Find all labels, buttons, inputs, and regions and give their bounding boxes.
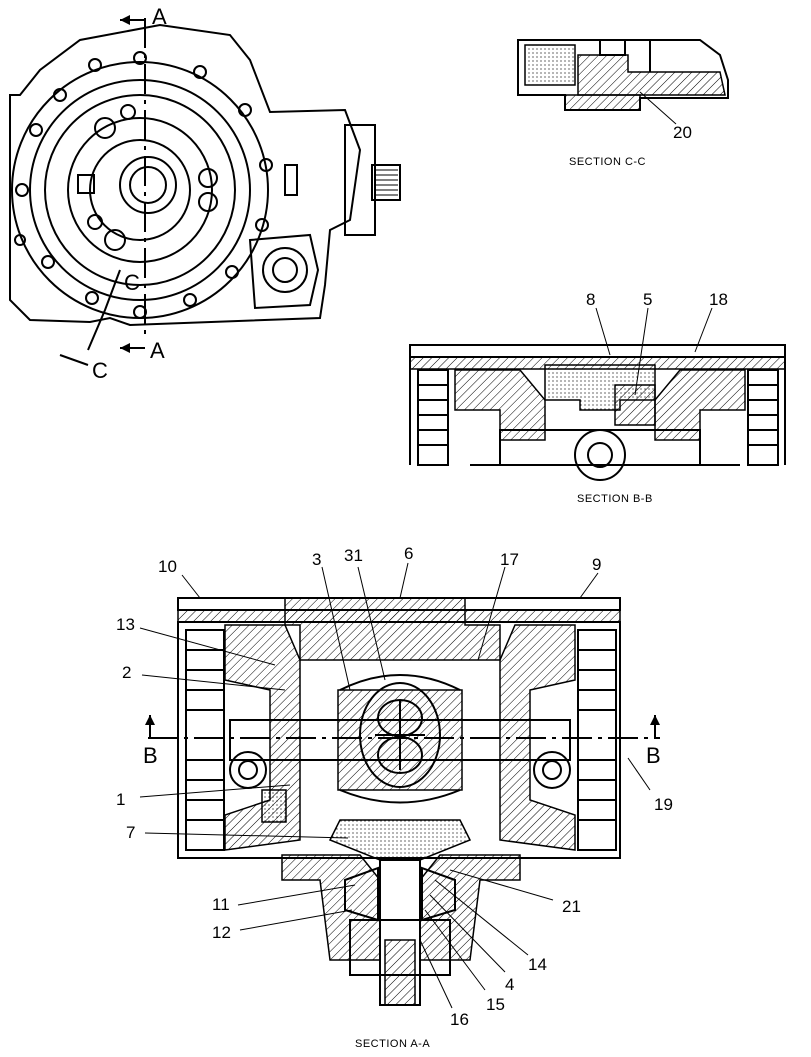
section-c-c-drawing	[517, 39, 729, 111]
cut-letter-c-inner: C	[124, 270, 140, 295]
front-view	[9, 15, 401, 366]
callout-5: 5	[643, 290, 652, 309]
cut-letter-b-right: B	[646, 743, 661, 768]
leaders-a-a	[139, 562, 651, 1009]
section-a-a-caption: SECTION A-A	[355, 1038, 430, 1050]
callout-14: 14	[528, 955, 547, 974]
leader-8	[595, 307, 611, 356]
callout-8: 8	[586, 290, 595, 309]
callout-20: 20	[673, 123, 692, 142]
callout-19: 19	[654, 795, 673, 814]
callout-17: 17	[500, 550, 519, 569]
callout-31: 31	[344, 546, 363, 565]
callout-12: 12	[212, 923, 231, 942]
callout-11: 11	[212, 895, 230, 914]
leader-20	[639, 91, 677, 125]
cut-letter-c-outer: C	[92, 358, 108, 383]
callout-9: 9	[592, 555, 601, 574]
callout-3: 3	[312, 550, 321, 569]
cut-letter-b-left: B	[143, 743, 158, 768]
callout-18: 18	[709, 290, 728, 309]
cut-letter-a-bottom: A	[150, 338, 165, 363]
callout-16: 16	[450, 1010, 469, 1029]
callout-6: 6	[404, 544, 413, 563]
leader-5	[634, 307, 649, 396]
callout-15: 15	[486, 995, 505, 1014]
callout-2: 2	[122, 663, 131, 682]
section-a-a-drawing	[145, 597, 660, 1006]
callout-1: 1	[116, 790, 125, 809]
callout-4: 4	[505, 975, 514, 994]
section-c-c-caption: SECTION C-C	[569, 156, 646, 168]
leader-18	[694, 307, 713, 353]
callout-21: 21	[562, 897, 581, 916]
cut-letter-a-top: A	[152, 4, 167, 29]
section-b-b-drawing	[409, 344, 786, 481]
callout-10: 10	[158, 557, 177, 576]
callout-13: 13	[116, 615, 135, 634]
section-b-b-caption: SECTION B-B	[577, 493, 653, 505]
callout-7: 7	[126, 823, 135, 842]
